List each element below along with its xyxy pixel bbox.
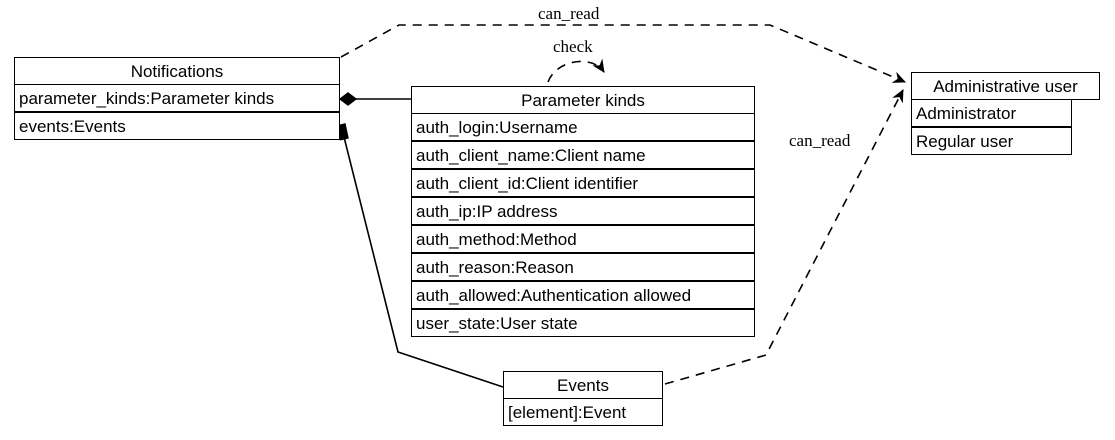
- uml-class-title-notifications: Notifications: [14, 57, 340, 85]
- edge-label-events-can-read-administrative-user: can_read: [789, 131, 851, 150]
- uml-class-title-administrative-user: Administrative user: [911, 72, 1100, 100]
- uml-attribute-row[interactable]: auth_ip:IP address: [411, 197, 755, 225]
- uml-attribute-row[interactable]: auth_reason:Reason: [411, 253, 755, 281]
- edge-check: [547, 58, 605, 83]
- uml-attribute-row[interactable]: auth_login:Username: [411, 113, 755, 141]
- uml-attribute-row[interactable]: user_state:User state: [411, 309, 755, 337]
- uml-attribute-row[interactable]: Administrator: [911, 99, 1072, 127]
- uml-attribute-row[interactable]: auth_allowed:Authentication allowed: [411, 281, 755, 309]
- uml-attribute-row[interactable]: [element]:Event: [503, 398, 663, 426]
- uml-attribute-row[interactable]: events:Events: [14, 112, 340, 140]
- uml-attribute-row[interactable]: auth_client_name:Client name: [411, 141, 755, 169]
- diamond-parameter-kinds: [338, 92, 358, 106]
- uml-class-title-parameter-kinds: Parameter kinds: [411, 86, 755, 114]
- edge-can-read-top: [340, 24, 906, 83]
- uml-attribute-row[interactable]: auth_client_id:Client identifier: [411, 169, 755, 197]
- uml-attribute-row[interactable]: parameter_kinds:Parameter kinds: [14, 84, 340, 112]
- edge-label-notifications-can-read-administrative-user: can_read: [538, 4, 600, 23]
- uml-attribute-row[interactable]: Regular user: [911, 127, 1072, 155]
- uml-class-title-events: Events: [503, 371, 663, 399]
- uml-class-events[interactable]: Events[element]:Event: [503, 371, 663, 427]
- uml-attribute-row[interactable]: auth_method:Method: [411, 225, 755, 253]
- edge-label-parameter-kinds-check: check: [553, 37, 593, 56]
